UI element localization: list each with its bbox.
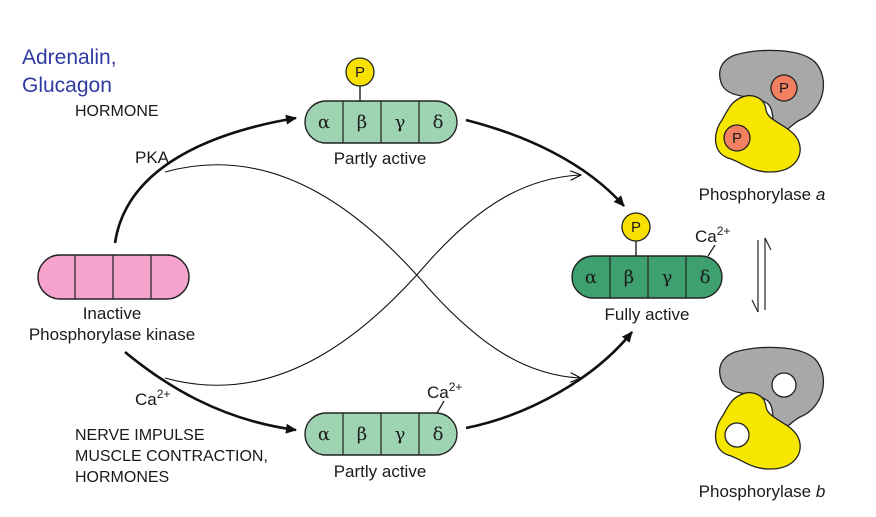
calcium-label-partly: Ca2+ xyxy=(427,380,462,402)
thin-arrow-top-to-fully xyxy=(164,164,580,378)
stimulus-line1: NERVE IMPULSE xyxy=(75,427,205,444)
calcium-label-fully: Ca2+ xyxy=(695,224,730,246)
empty-site-icon xyxy=(771,372,797,398)
subunit-gamma: γ xyxy=(395,424,406,445)
partly-to-fully-arrow-top xyxy=(465,118,625,207)
phosphorylase-b-label: Phosphorylase b xyxy=(699,482,826,501)
subunit-delta: δ xyxy=(700,267,711,288)
thin-arrow-bottom-to-fully xyxy=(164,175,580,386)
hormone-name-line2: Glucagon xyxy=(22,74,112,97)
partly-to-fully-arrow-bottom xyxy=(465,331,634,430)
phosphate-icon xyxy=(345,57,375,87)
subunit-gamma: γ xyxy=(662,267,673,288)
subunit-alpha: α xyxy=(318,112,330,133)
subunit-beta: β xyxy=(624,267,634,288)
inactive-label-line1: Inactive xyxy=(83,304,142,323)
fully-active-label: Fully active xyxy=(604,305,689,324)
inactive-label-line2: Phosphorylase kinase xyxy=(29,325,195,344)
subunit-beta: β xyxy=(357,112,367,133)
stimulus-line3: HORMONES xyxy=(75,469,169,486)
subunit-beta: β xyxy=(357,424,367,445)
equilibrium-barb xyxy=(764,237,772,251)
partly-active-label-top: Partly active xyxy=(334,149,427,168)
empty-site-icon xyxy=(724,422,750,448)
subunit-delta: δ xyxy=(433,112,444,133)
calcium-arrow-down xyxy=(124,350,297,434)
equilibrium-arrows-icon xyxy=(751,237,772,313)
phosphate-symbol: P xyxy=(355,64,365,81)
phosphate-icon xyxy=(723,124,751,152)
partly-active-label-bottom: Partly active xyxy=(334,462,427,481)
inactive-kinase xyxy=(37,254,190,300)
phosphorylase-a-label: Phosphorylase a xyxy=(699,185,826,204)
phosphorylase-b-icon xyxy=(714,346,825,470)
fully-active-kinase: α β γ δ xyxy=(571,255,723,299)
hormone-name-line1: Adrenalin, xyxy=(22,46,117,69)
phosphate-icon xyxy=(621,212,651,242)
phosphate-symbol: P xyxy=(631,219,641,236)
phosphate-symbol: P xyxy=(779,80,789,97)
phosphate-symbol: P xyxy=(732,130,742,147)
pka-label: PKA xyxy=(135,148,170,167)
subunit-alpha: α xyxy=(318,424,330,445)
subunit-alpha: α xyxy=(585,267,597,288)
equilibrium-barb xyxy=(751,299,759,313)
phosphorylase-a-yellow-subunit xyxy=(714,95,801,173)
phosphorylase-b-yellow-subunit xyxy=(714,392,801,470)
subunit-delta: δ xyxy=(433,424,444,445)
stimulus-line2: MUSCLE CONTRACTION, xyxy=(75,448,268,465)
calcium-binding-line xyxy=(436,400,445,414)
phosphate-icon xyxy=(770,74,798,102)
calcium-binding-line xyxy=(707,244,716,257)
phosphorylase-a-icon: P P xyxy=(714,49,825,173)
pka-arrow-up xyxy=(113,114,297,244)
partly-active-kinase-bottom: α β γ δ xyxy=(304,412,458,456)
subunit-gamma: γ xyxy=(395,112,406,133)
calcium-label-left: Ca2+ xyxy=(135,387,170,409)
hormone-type-label: HORMONE xyxy=(75,103,159,120)
partly-active-kinase-top: α β γ δ xyxy=(304,100,458,144)
